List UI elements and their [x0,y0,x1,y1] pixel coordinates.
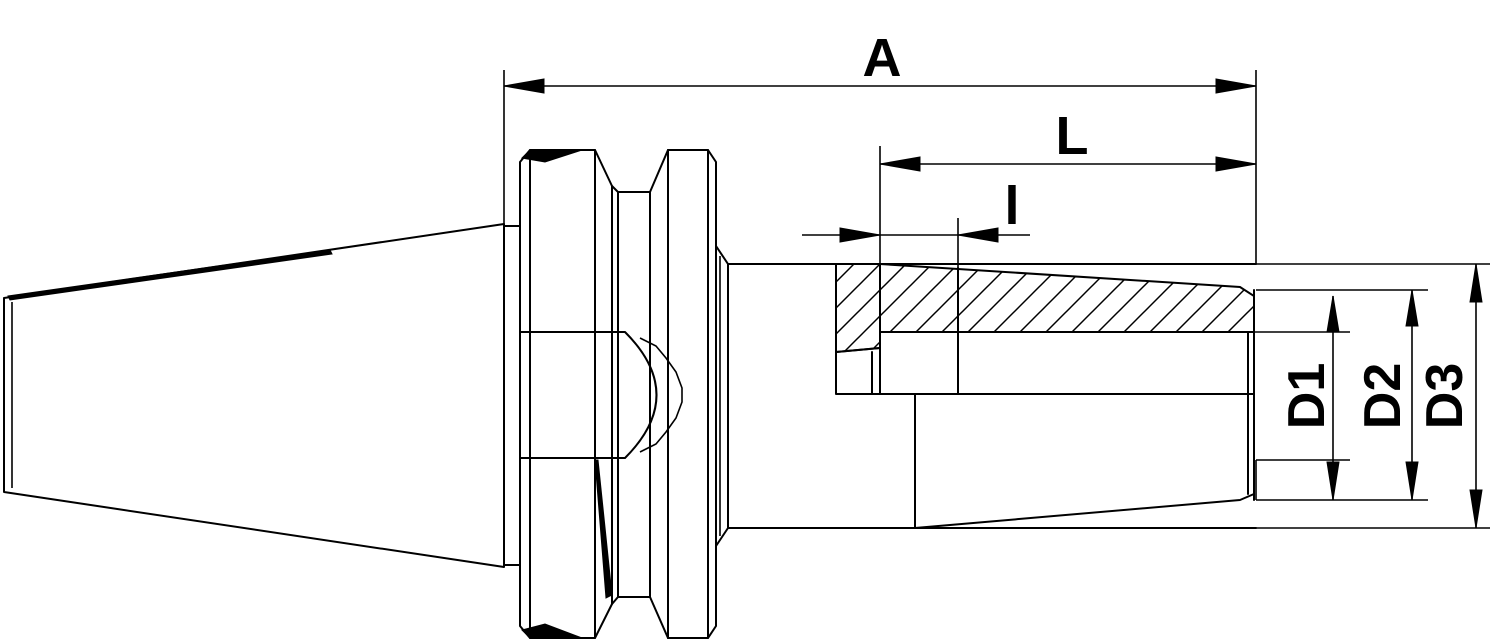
flange [519,149,717,639]
dimension-label-D3: D3 [1416,363,1474,429]
hatched-section [835,263,1255,354]
dimension-label-L: L [1056,106,1089,166]
body-section [727,263,1257,529]
taper-shank [3,223,521,568]
dimension-label-A: A [863,28,902,88]
dimension-label-l: l [1004,176,1019,236]
dimension-label-D1: D1 [1278,363,1336,429]
dimension-label-D2: D2 [1354,363,1412,429]
collar [715,245,729,547]
dimension-l: l [802,176,1030,268]
dimension-D1: D1 [1278,295,1340,501]
dimension-D2: D2 [1354,289,1419,501]
dimension-D3: D3 [1416,263,1483,529]
dimension-L: L [879,106,1257,264]
dimension-A: A [503,28,1257,264]
diameter-extension-lines [1254,263,1490,529]
